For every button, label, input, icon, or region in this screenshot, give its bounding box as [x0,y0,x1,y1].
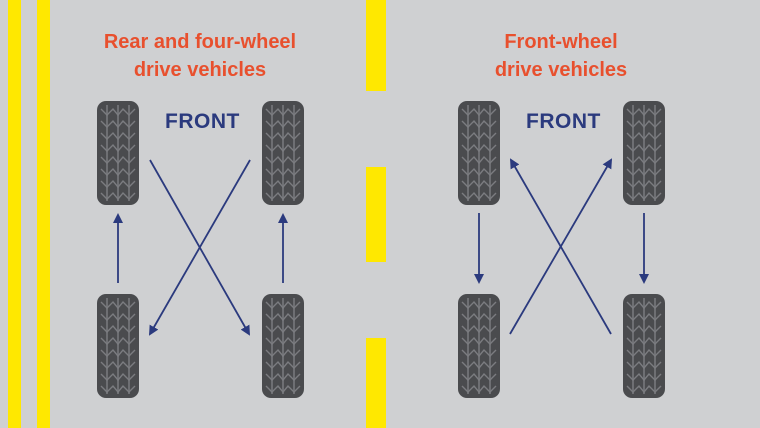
tire-icon [261,293,305,399]
arrow-icon [149,159,251,336]
tire-icon [96,100,140,206]
double-yellow-line-left [8,0,21,428]
dashed-center-line-segment [366,0,386,91]
dashed-center-line-segment [366,167,386,262]
tire-icon [457,293,501,399]
right-front-label: FRONT [526,110,601,133]
left-front-label: FRONT [165,110,240,133]
double-yellow-line-right [37,0,50,428]
right-panel-title: Front-wheel drive vehicles [494,31,628,81]
left-panel-title: Rear and four-wheel drive vehicles [103,31,297,81]
tire-icon [96,293,140,399]
arrow-icon [510,158,612,335]
tire-icon [622,100,666,206]
dashed-center-line-segment [366,338,386,428]
tire-icon [457,100,501,206]
tire-icon [622,293,666,399]
tire-icon [261,100,305,206]
